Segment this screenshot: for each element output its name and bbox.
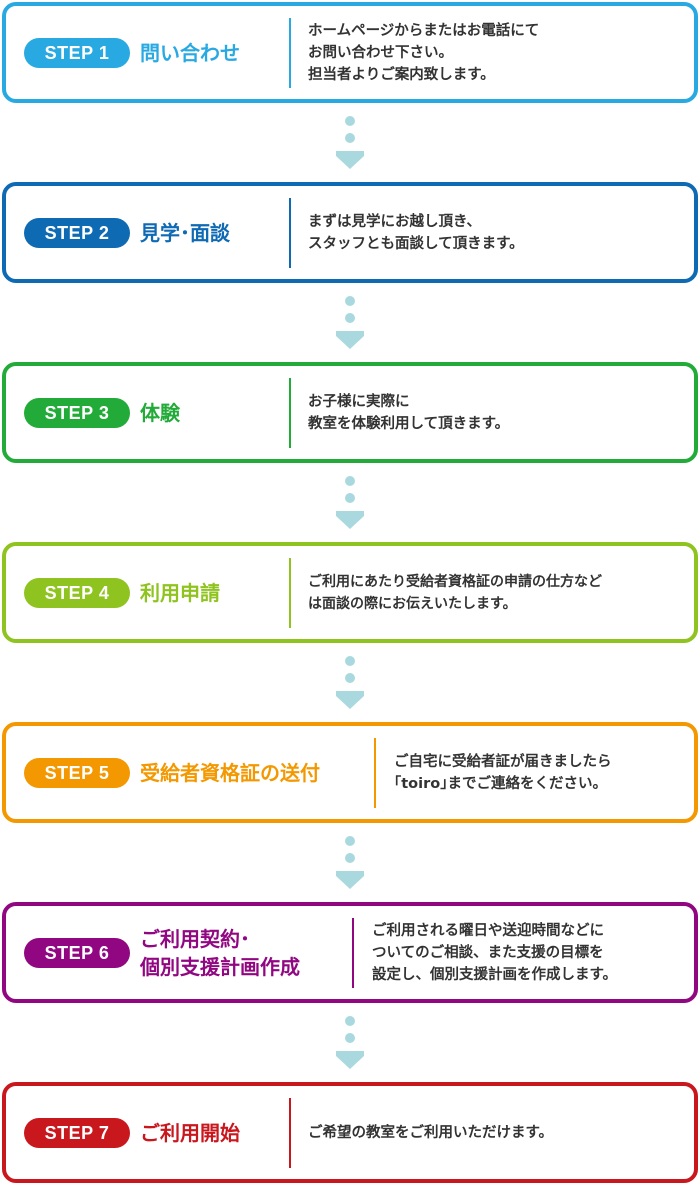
step-6-description: ご利用される曜日や送迎時間などに ついてのご相談、また支援の目標を 設定し、個別… bbox=[372, 922, 618, 983]
step-7-description: ご希望の教室をご利用いただけます。 bbox=[308, 1124, 554, 1141]
step-3-title: 体験 bbox=[140, 400, 180, 425]
step-5-title: 受給者資格証の送付 bbox=[140, 760, 320, 785]
step-4-divider bbox=[289, 557, 291, 628]
step-2-description: まずは見学にお越し頂き、 スタッフとも面談して頂きます。 bbox=[308, 213, 524, 252]
step-1-card: STEP 1 問い合わせ ホームページからまたはお電話にて お問い合わせ下さい。… bbox=[2, 2, 698, 103]
step-2-title: 見学･面談 bbox=[140, 220, 230, 245]
step-3-description: お子様に実際に 教室を体験利用して頂きます。 bbox=[308, 393, 510, 432]
step-7-badge: STEP 7 bbox=[24, 1117, 130, 1148]
down-arrow-icon bbox=[336, 1016, 364, 1074]
step-3-card: STEP 3 体験 お子様に実際に 教室を体験利用して頂きます。 bbox=[2, 362, 698, 463]
step-4-title: 利用申請 bbox=[140, 580, 220, 605]
step-6-badge: STEP 6 bbox=[24, 937, 130, 968]
down-arrow-icon bbox=[336, 656, 364, 714]
step-7-card: STEP 7 ご利用開始 ご希望の教室をご利用いただけます。 bbox=[2, 1082, 698, 1183]
step-5-divider bbox=[374, 737, 376, 808]
step-2-badge: STEP 2 bbox=[24, 217, 130, 248]
step-7-title: ご利用開始 bbox=[140, 1120, 240, 1145]
step-1-description: ホームページからまたはお電話にて お問い合わせ下さい。 担当者よりご案内致します… bbox=[308, 22, 540, 83]
step-3-divider bbox=[289, 377, 291, 448]
step-5-description: ご自宅に受給者証が届きましたら ｢toiro｣までご連絡をください。 bbox=[394, 753, 612, 792]
down-arrow-icon bbox=[336, 116, 364, 174]
step-1-title: 問い合わせ bbox=[140, 40, 240, 65]
step-4-description: ご利用にあたり受給者資格証の申請の仕方など は面談の際にお伝えいたします。 bbox=[308, 573, 602, 612]
step-6-divider bbox=[352, 917, 354, 988]
down-arrow-icon bbox=[336, 296, 364, 354]
down-arrow-icon bbox=[336, 836, 364, 894]
step-1-badge: STEP 1 bbox=[24, 37, 130, 68]
step-5-card: STEP 5 受給者資格証の送付 ご自宅に受給者証が届きましたら ｢toiro｣… bbox=[2, 722, 698, 823]
step-2-divider bbox=[289, 197, 291, 268]
step-3-badge: STEP 3 bbox=[24, 397, 130, 428]
step-4-card: STEP 4 利用申請 ご利用にあたり受給者資格証の申請の仕方など は面談の際に… bbox=[2, 542, 698, 643]
step-5-badge: STEP 5 bbox=[24, 757, 130, 788]
step-1-divider bbox=[289, 17, 291, 88]
step-6-title: ご利用契約･ 個別支援計画作成 bbox=[140, 926, 300, 979]
step-6-card: STEP 6 ご利用契約･ 個別支援計画作成 ご利用される曜日や送迎時間などに … bbox=[2, 902, 698, 1003]
down-arrow-icon bbox=[336, 476, 364, 534]
step-2-card: STEP 2 見学･面談 まずは見学にお越し頂き、 スタッフとも面談して頂きます… bbox=[2, 182, 698, 283]
step-4-badge: STEP 4 bbox=[24, 577, 130, 608]
step-7-divider bbox=[289, 1097, 291, 1168]
